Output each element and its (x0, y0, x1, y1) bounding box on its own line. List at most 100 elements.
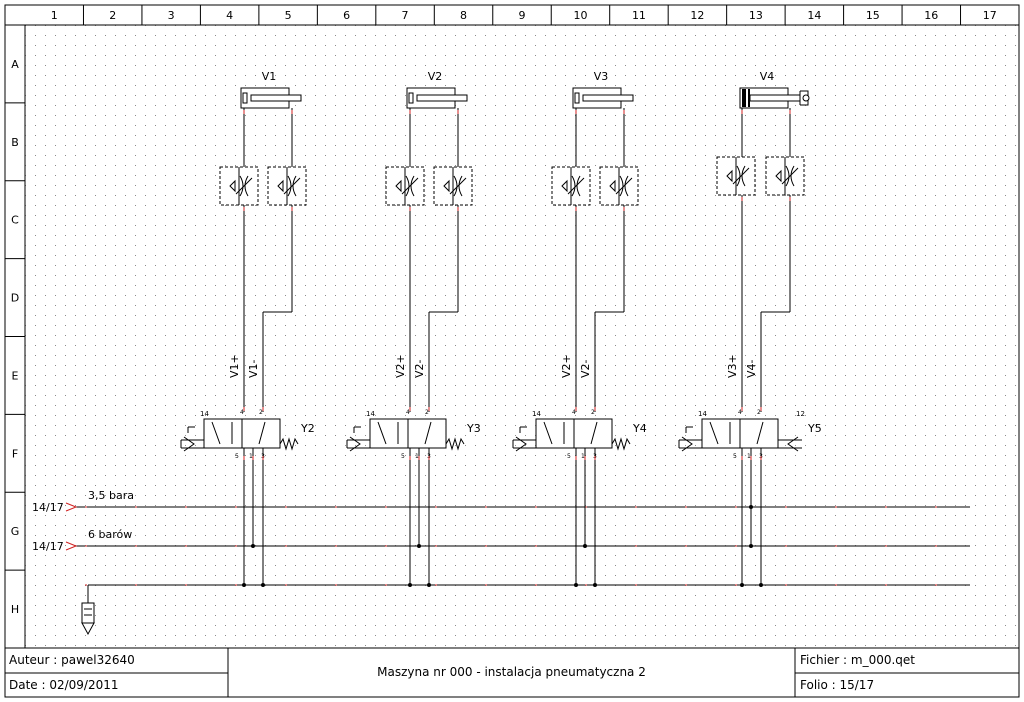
line-marker (85, 584, 87, 586)
connection-marker (623, 110, 625, 114)
line-marker (935, 545, 937, 547)
valve-5-2-icon (180, 418, 299, 452)
line-label-b-2: V2- (413, 359, 426, 378)
column-number-13: 13 (749, 9, 763, 22)
line-marker (235, 545, 237, 547)
line-marker (335, 506, 337, 508)
line-marker (885, 506, 887, 508)
line-marker (85, 545, 87, 547)
column-number-4: 4 (226, 9, 233, 22)
junction-dot (583, 544, 587, 548)
supply-ref-arrow-icon (65, 541, 78, 551)
silencer-icon (81, 602, 95, 624)
column-number-8: 8 (460, 9, 467, 22)
connection-marker (760, 407, 762, 411)
connection-marker (409, 456, 411, 460)
column-number-7: 7 (402, 9, 409, 22)
valve-port-bottom-1: 1 (249, 453, 253, 460)
row-letter-F: F (12, 447, 18, 460)
junction-dot (427, 583, 431, 587)
connection-marker (457, 110, 459, 114)
line-marker (935, 584, 937, 586)
supply-ref-1: 14/17 (32, 501, 64, 514)
line-marker (485, 545, 487, 547)
line-marker (585, 584, 587, 586)
connection-marker (262, 456, 264, 460)
junction-dot (593, 583, 597, 587)
cylinder-3-icon (572, 87, 634, 109)
line-marker (785, 584, 787, 586)
valve-port-a-4: 4 (738, 409, 742, 416)
valve-port-bottom-1: 1 (747, 453, 751, 460)
title-block-file: Fichier : m_000.qet (800, 653, 916, 667)
valve-port-a-3: 4 (572, 409, 576, 416)
line-marker (135, 584, 137, 586)
flow-control-valve-icon (219, 166, 259, 206)
line-marker (485, 584, 487, 586)
connection-marker (409, 207, 411, 211)
line-marker (235, 584, 237, 586)
connection-marker (741, 110, 743, 114)
connection-marker (409, 407, 411, 411)
connection-marker (243, 207, 245, 211)
column-number-17: 17 (983, 9, 997, 22)
connection-marker (457, 207, 459, 211)
outer-frame (4, 4, 1020, 698)
line-marker (785, 506, 787, 508)
line-marker (385, 545, 387, 547)
column-number-3: 3 (168, 9, 175, 22)
line-marker (535, 545, 537, 547)
valve-port-b-1: 2 (259, 409, 263, 416)
connection-marker (243, 407, 245, 411)
row-letter-G: G (11, 525, 20, 538)
row-letter-B: B (11, 136, 19, 149)
column-number-1: 1 (51, 9, 58, 22)
line-marker (685, 584, 687, 586)
line-marker (835, 545, 837, 547)
valve-port-bottom-5: 5 (235, 453, 239, 460)
line-marker (635, 506, 637, 508)
line-marker (285, 545, 287, 547)
connection-marker (623, 207, 625, 211)
row-letter-A: A (11, 58, 19, 71)
flow-control-valve-icon (599, 166, 639, 206)
connection-marker (575, 110, 577, 114)
valve-port-right-4: 12 (796, 410, 805, 418)
title-block (5, 647, 1019, 697)
column-number-11: 11 (632, 9, 646, 22)
line-marker (585, 506, 587, 508)
line-marker (135, 545, 137, 547)
line-marker (735, 506, 737, 508)
column-number-2: 2 (109, 9, 116, 22)
row-letter-E: E (12, 369, 19, 382)
junction-dot (417, 544, 421, 548)
connection-marker (252, 456, 254, 460)
row-header-column: A B C D E F G H (5, 58, 25, 649)
connection-marker (291, 207, 293, 211)
column-number-12: 12 (690, 9, 704, 22)
valve-port-a-2: 4 (406, 409, 410, 416)
title-block-folio: Folio : 15/17 (800, 678, 875, 692)
valve-label-1: Y2 (300, 422, 315, 435)
cylinder-label-3: V3 (594, 70, 609, 83)
line-marker (435, 584, 437, 586)
valve-5-2-icon (512, 418, 631, 452)
exhaust-arrow-icon (81, 622, 95, 636)
connection-marker (594, 407, 596, 411)
line-marker (685, 506, 687, 508)
valve-port-bottom-1: 1 (581, 453, 585, 460)
row-letter-H: H (11, 603, 19, 616)
row-letter-D: D (11, 292, 19, 305)
junction-dot (261, 583, 265, 587)
title-block-author: Auteur : pawel32640 (9, 653, 135, 667)
line-label-a-4: V3+ (726, 354, 739, 378)
valve-port-bottom-5: 5 (401, 453, 405, 460)
valve-port-b-3: 2 (591, 409, 595, 416)
line-marker (485, 506, 487, 508)
line-marker (135, 506, 137, 508)
connection-marker (760, 456, 762, 460)
row-letter-C: C (11, 214, 19, 227)
line-label-b-4: V4- (745, 359, 758, 378)
connection-marker (291, 110, 293, 114)
